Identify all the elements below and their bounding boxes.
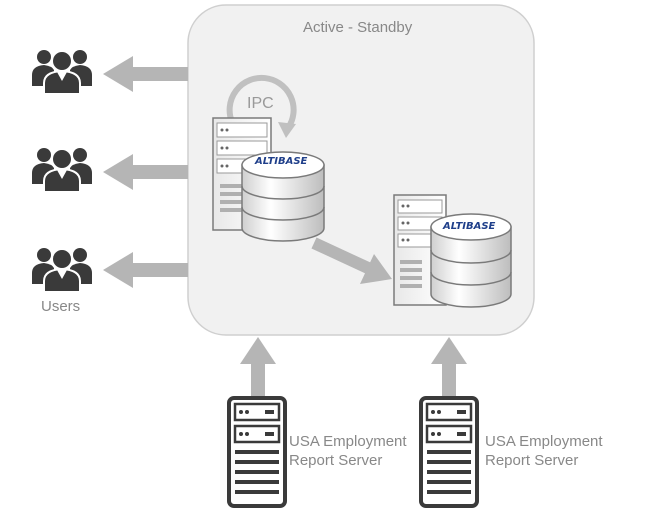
arrow-from-report-server-1: [240, 337, 276, 398]
ipc-loop-arrow: [226, 74, 297, 138]
standby-database-icon: [430, 213, 512, 308]
users-icon: [32, 248, 92, 293]
report-server-2-label-line2: Report Server: [485, 452, 579, 469]
report-server-1-label-line2: Report Server: [289, 452, 383, 469]
report-server-1-label-line1: USA Employment: [289, 433, 407, 450]
arrow-from-report-server-2: [431, 337, 467, 398]
users-icon: [32, 148, 92, 193]
arrow-to-user-3: [103, 252, 188, 288]
users-icon: [32, 50, 92, 95]
standby-db-brand-label: ALTIBASE: [443, 221, 496, 232]
cluster-title: Active - Standby: [303, 19, 413, 36]
active-database-icon: [241, 151, 325, 242]
report-server-icon: [419, 396, 479, 508]
report-server-2-label-line1: USA Employment: [485, 433, 603, 450]
arrow-to-user-1: [103, 56, 188, 92]
replication-arrow: [311, 237, 392, 284]
arrow-to-user-2: [103, 154, 188, 190]
users-label: Users: [41, 298, 81, 315]
report-server-icon: [227, 396, 287, 508]
ipc-label: IPC: [247, 95, 274, 112]
active-db-brand-label: ALTIBASE: [255, 156, 308, 167]
